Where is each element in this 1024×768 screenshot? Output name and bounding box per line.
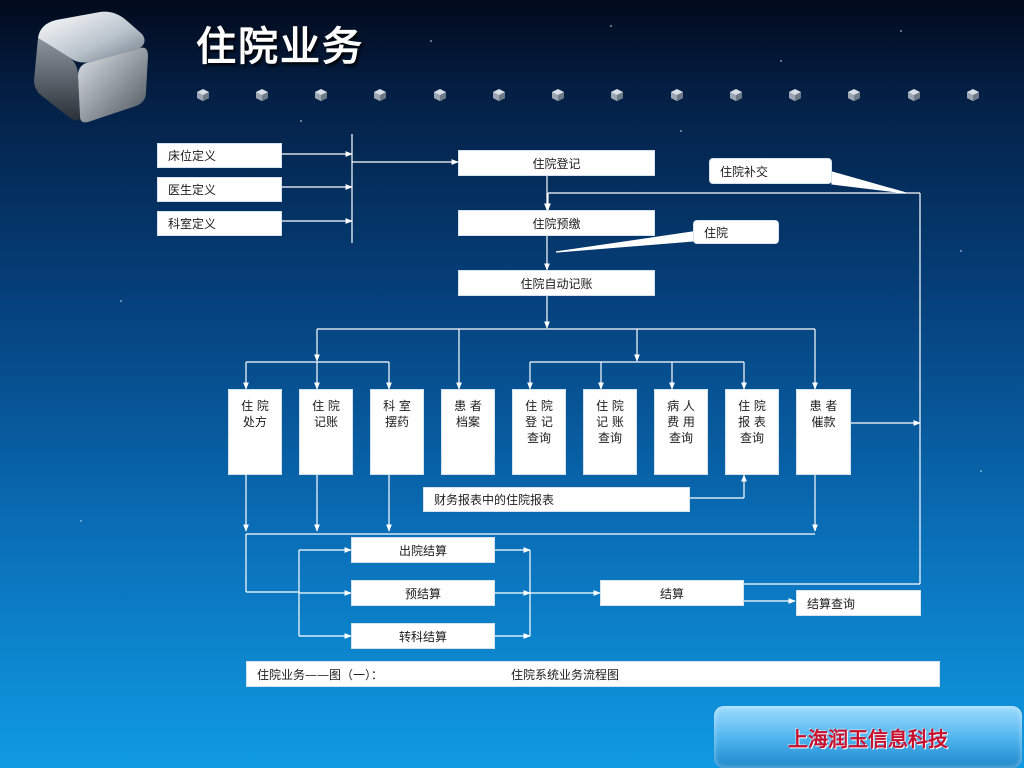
department-definition-box: 科室定义: [157, 211, 282, 236]
page-title: 住院业务: [196, 23, 364, 70]
doctor-definition-box: 医生定义: [157, 177, 282, 202]
small-cube-icon: [197, 89, 209, 101]
company-badge: 上海润玉信息科技: [714, 706, 1022, 768]
pre-settlement-box: 预结算: [351, 580, 495, 606]
small-cube-icon: [493, 89, 505, 101]
transfer-settlement-box: 转科结算: [351, 623, 495, 649]
supplementary-payment-callout: 住院补交: [709, 158, 832, 184]
bed-definition-box: 床位定义: [157, 143, 282, 168]
small-cube-icon: [611, 89, 623, 101]
small-cube-icon: [848, 89, 860, 101]
module-registration-query: 住 院 登 记 查询: [512, 389, 566, 475]
company-name: 上海润玉信息科技: [788, 726, 948, 751]
small-cube-icon: [434, 89, 446, 101]
module-report-query: 住 院 报 表 查询: [725, 389, 779, 475]
discharge-settlement-box: 出院结算: [351, 537, 495, 563]
small-cube-icon: [967, 89, 979, 101]
small-cube-icon: [374, 89, 386, 101]
module-accounting: 住 院 记账: [299, 389, 353, 475]
small-cube-icon: [552, 89, 564, 101]
small-cube-icon: [789, 89, 801, 101]
small-cube-icon: [315, 89, 327, 101]
metal-cube-icon: [34, 11, 148, 123]
module-patient-fee-query: 病 人 费 用 查询: [654, 389, 708, 475]
module-patient-records: 患 者 档案: [441, 389, 495, 475]
small-cube-icon: [256, 89, 268, 101]
finance-report-box: 财务报表中的住院报表: [423, 487, 690, 512]
inpatient-callout: 住院: [693, 220, 779, 244]
module-prescription: 住 院 处方: [228, 389, 282, 475]
small-cube-icon: [730, 89, 742, 101]
module-accounting-query: 住 院 记 账 查询: [583, 389, 637, 475]
decorative-cube-row: [195, 87, 985, 105]
small-cube-icon: [908, 89, 920, 101]
caption-label: 住院业务——图（一）：: [257, 667, 384, 682]
settlement-box: 结算: [600, 580, 744, 606]
inpatient-prepayment-box: 住院预缴: [458, 210, 655, 236]
inpatient-registration-box: 住院登记: [458, 150, 655, 176]
caption-title: 住院系统业务流程图: [511, 667, 620, 682]
inpatient-auto-accounting-box: 住院自动记账: [458, 270, 655, 296]
settlement-query-box: 结算查询: [796, 590, 921, 616]
module-dispensing: 科 室 摆药: [370, 389, 424, 475]
small-cube-icon: [671, 89, 683, 101]
figure-caption: 住院业务——图（一）： 住院系统业务流程图: [246, 661, 940, 687]
module-payment-reminder: 患 者 催款: [796, 389, 851, 475]
